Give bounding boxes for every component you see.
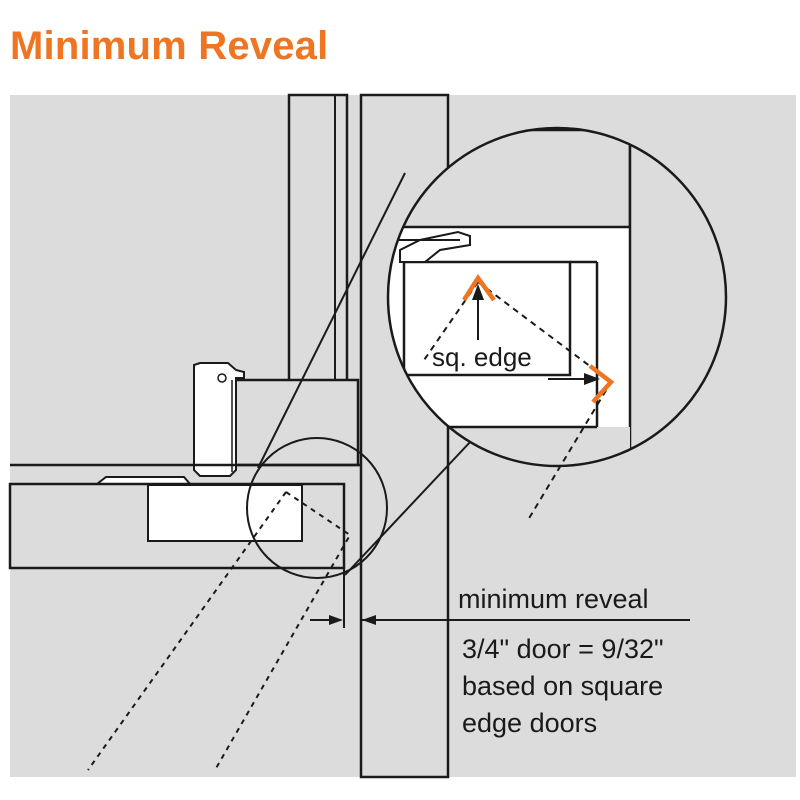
reveal-note-line-2: based on square	[462, 671, 663, 701]
reveal-arrow-left-head	[329, 615, 343, 625]
reveal-arrow-right-head	[362, 615, 376, 625]
detail-zoom-view	[386, 126, 728, 521]
door-swing-dashed-line-1	[87, 491, 287, 771]
square-edge-corner-marker-right	[588, 364, 615, 404]
page-title: Minimum Reveal	[10, 24, 329, 68]
hinge-cup	[147, 484, 303, 542]
reveal-note-line-1: 3/4" door = 9/32"	[462, 634, 664, 664]
reveal-note-line-3: edge doors	[462, 708, 597, 738]
sq-edge-arrow-right-head	[584, 373, 600, 385]
minimum-reveal-label: minimum reveal	[458, 584, 649, 614]
sq-edge-label: sq. edge	[432, 342, 532, 372]
zoom-connector-line-bottom	[344, 439, 473, 576]
hinge-screw-hole	[217, 373, 227, 383]
square-edge-corner-marker-top	[462, 274, 496, 302]
zoom-connector-line-top	[257, 172, 406, 469]
detail-source-circle	[246, 437, 388, 579]
door-panel	[287, 93, 349, 415]
sq-edge-arrow-up-head	[472, 284, 484, 300]
